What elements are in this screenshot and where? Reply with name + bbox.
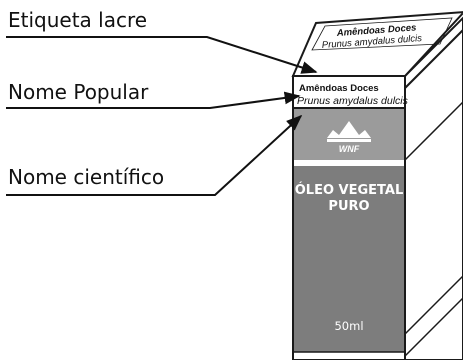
side-stripe — [404, 101, 463, 161]
product-box: WNF ÓLEO VEGETAL PURO 50ml Amêndoas Doce… — [291, 11, 463, 360]
brand-logo-text: WNF — [339, 144, 360, 154]
side-stripe — [404, 275, 463, 335]
seal-label — [291, 11, 463, 77]
callout-scientific-name-leader — [6, 114, 303, 196]
callout-seal-label: Etiqueta lacre — [8, 8, 147, 32]
callout-popular-name: Nome Popular — [6, 80, 301, 109]
seal-label-inner — [311, 17, 453, 51]
front-label-subtitle: Prunus amydalus dulcis — [297, 95, 409, 107]
product-name-line2: PURO — [328, 199, 369, 214]
callout-scientific-name: Nome científico — [6, 114, 303, 196]
main-panel — [294, 166, 404, 352]
lid-side — [404, 16, 463, 91]
crown-logo: WNF — [327, 121, 371, 154]
callout-seal: Etiqueta lacre — [6, 8, 318, 74]
callout-seal-leader — [6, 36, 318, 74]
side-stripe — [404, 297, 463, 357]
callout-popular-name-leader — [6, 91, 301, 109]
callout-popular-name-label: Nome Popular — [8, 80, 149, 104]
front-label-title: Amêndoas Doces — [299, 83, 379, 94]
volume-text: 50ml — [334, 319, 363, 333]
product-name-line1: ÓLEO VEGETAL — [295, 182, 404, 198]
callout-scientific-name-label: Nome científico — [8, 165, 164, 189]
